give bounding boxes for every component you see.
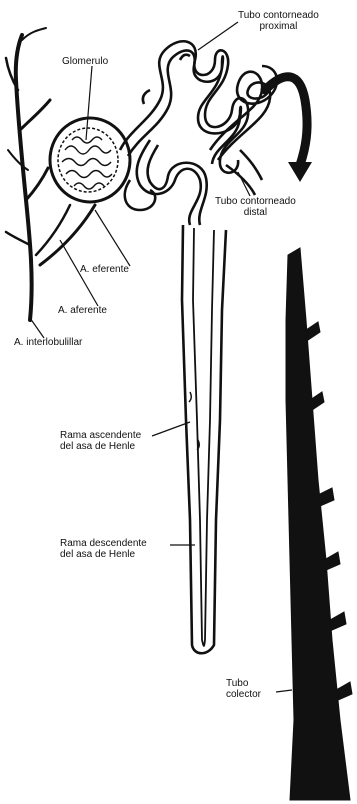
label-descending-limb: Rama descendente del asa de Henle	[60, 538, 147, 560]
label-efferent-arteriole: A. eferente	[80, 264, 129, 275]
interlobular-artery	[6, 28, 95, 320]
label-afferent-arteriole: A. aferente	[58, 305, 107, 316]
label-interlobular-artery: A. interlobulillar	[14, 337, 82, 348]
label-proximal-tubule: Tubo contorneado proximal	[238, 10, 319, 32]
loop-of-henle	[182, 225, 226, 653]
label-distal-tubule: Tubo contorneado distal	[215, 196, 296, 218]
glomerulus	[50, 118, 130, 202]
flow-arrow-icon	[288, 162, 312, 182]
label-ascending-limb: Rama ascendente del asa de Henle	[60, 430, 141, 452]
label-glomerulus: Glomerulo	[62, 56, 108, 67]
collecting-duct-arch	[265, 77, 307, 165]
collecting-duct	[286, 248, 352, 800]
label-collecting-duct: Tubo colector	[226, 678, 261, 700]
